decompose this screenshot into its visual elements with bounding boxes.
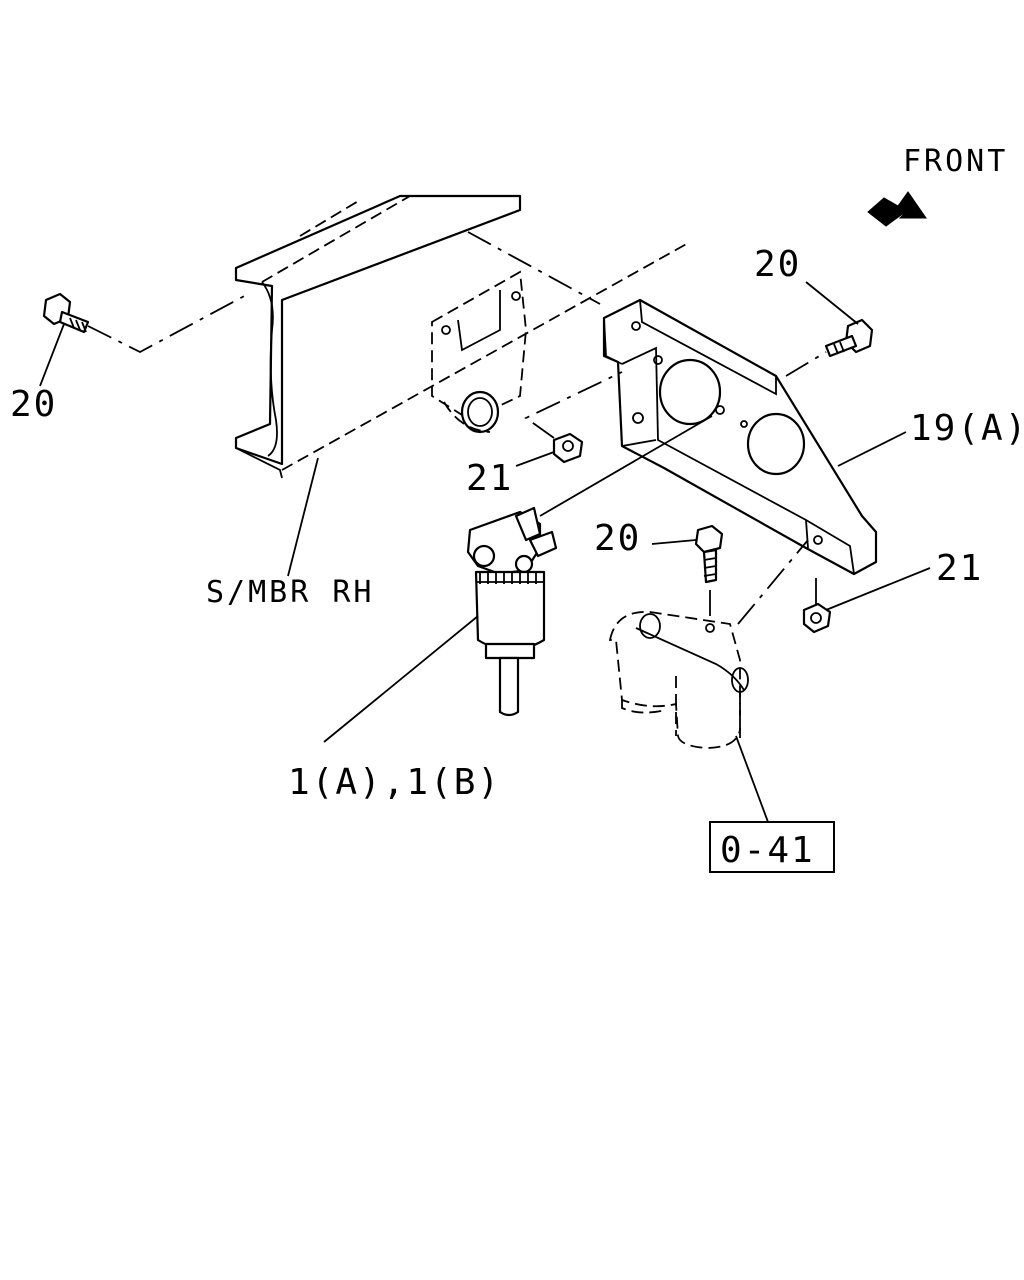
bolt-left: 20 <box>10 292 249 425</box>
bolt-center: 20 <box>594 518 724 624</box>
side-member <box>234 194 691 479</box>
bolt-top-right-callout: 20 <box>754 244 801 285</box>
bolt-top-right: 20 <box>754 244 874 377</box>
nut-right: 21 <box>802 548 983 634</box>
front-label: FRONT <box>903 144 1008 179</box>
reference-box-label: 0-41 <box>720 830 815 871</box>
nut-center-callout: 21 <box>466 458 513 499</box>
filter-callout: 1(A),1(B) <box>288 762 501 803</box>
fuel-filter: 1(A),1(B) <box>288 415 713 803</box>
side-member-callout: S/MBR RH <box>206 457 375 610</box>
nut-right-callout: 21 <box>936 548 983 589</box>
nut-center: 21 <box>466 371 623 499</box>
mounting-bracket: 19(A) <box>467 231 1024 576</box>
bolt-left-callout: 20 <box>10 384 57 425</box>
bracket-callout: 19(A) <box>910 408 1024 449</box>
side-member-label: S/MBR RH <box>206 575 375 610</box>
front-arrow-icon <box>867 191 927 227</box>
filter-reference-assembly: 0-41 <box>608 539 835 873</box>
reference-box <box>709 821 835 873</box>
front-indicator: FRONT <box>867 144 1008 227</box>
bolt-center-callout: 20 <box>594 518 641 559</box>
